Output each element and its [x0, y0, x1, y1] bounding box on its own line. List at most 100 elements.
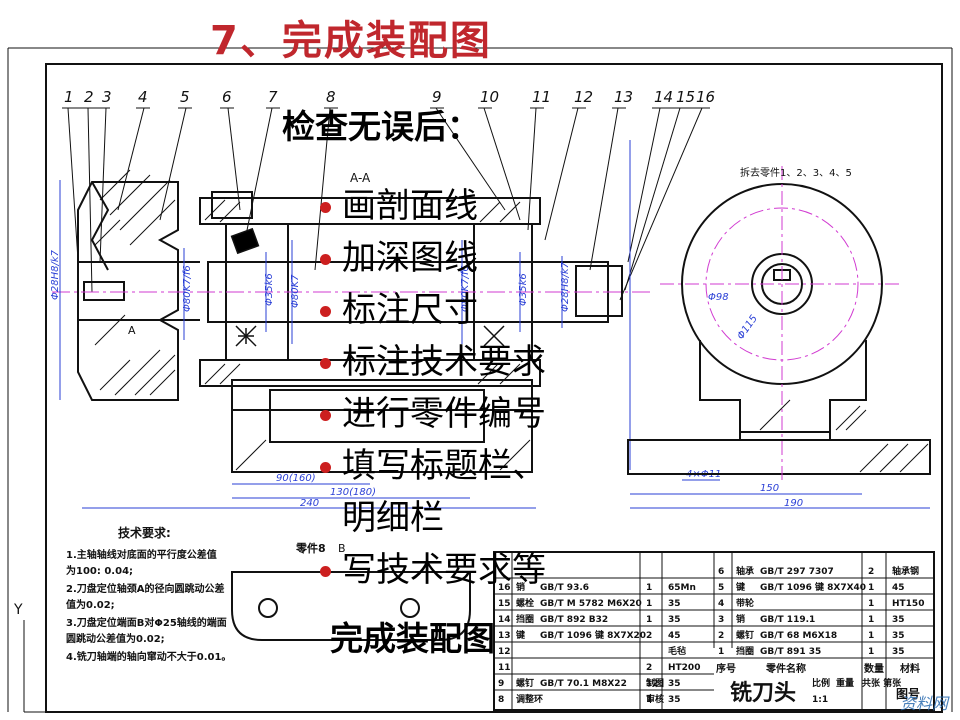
slide-title: 7、完成装配图 [210, 18, 492, 64]
svg-text:序号: 序号 [716, 662, 736, 675]
removed-parts-note: 拆去零件1、2、3、4、5 [740, 166, 852, 179]
svg-text:1: 1 [646, 599, 652, 609]
side-dia115: Φ115 [735, 313, 759, 341]
svg-text:14: 14 [498, 615, 511, 625]
step-item: 加深图线 [320, 232, 546, 284]
part-number-13: 13 [614, 88, 633, 106]
bullet-icon [320, 358, 331, 369]
svg-text:1: 1 [646, 583, 652, 593]
svg-text:材料: 材料 [900, 662, 920, 675]
part-number-12: 12 [574, 88, 593, 106]
svg-text:65Mn: 65Mn [668, 583, 696, 593]
dim-d4: Φ80K7 [290, 274, 301, 308]
dim-d6: Φ35k6 [518, 273, 529, 306]
part-number-14: 14 [654, 88, 673, 106]
svg-text:1: 1 [868, 647, 874, 657]
part8-label: 零件8 [295, 541, 326, 555]
svg-text:3: 3 [718, 615, 724, 625]
svg-text:比例: 比例 [812, 677, 830, 689]
bullet-icon [320, 202, 331, 213]
svg-text:毛毡: 毛毡 [668, 645, 686, 657]
svg-text:螺钉: 螺钉 [516, 677, 534, 689]
pulley-hatching [94, 169, 176, 396]
bullet-icon [320, 306, 331, 317]
bullet-icon [320, 462, 331, 473]
svg-text:键: 键 [515, 629, 526, 641]
svg-text:35: 35 [668, 695, 681, 705]
conclusion-text: 完成装配图 [330, 619, 495, 658]
part-number-8: 8 [326, 88, 336, 106]
part-number-6: 6 [222, 88, 232, 106]
dim-len2: 130(180) [330, 487, 376, 498]
technical-requirements: 技术要求: 1.主轴轴线对底面的平行度公差值 为100: 0.04; 2.刀盘定… [66, 525, 231, 663]
dim-d5: Φ80K7/f6 [460, 265, 471, 312]
side-view-centerlines [660, 166, 900, 480]
title-block-name: 铣刀头 [730, 681, 796, 706]
part-number-3: 3 [102, 88, 112, 106]
part-number-16: 16 [696, 88, 715, 106]
dim-d7: Φ28H8/k7 [560, 261, 571, 312]
dim-w2: 190 [784, 498, 803, 509]
svg-text:2: 2 [646, 663, 652, 673]
svg-text:13: 13 [498, 631, 511, 641]
slide-subtitle: 检查无误后： [282, 107, 480, 146]
label-a: A [128, 324, 136, 337]
svg-text:1: 1 [868, 599, 874, 609]
svg-text:审核: 审核 [646, 693, 664, 705]
svg-text:11: 11 [498, 663, 511, 673]
part-number-1: 1 [64, 88, 74, 106]
svg-text:GB/T 891 35: GB/T 891 35 [760, 647, 821, 657]
side-view-hatching [759, 399, 929, 473]
svg-text:1: 1 [718, 647, 724, 657]
svg-text:轴承: 轴承 [736, 565, 754, 577]
svg-text:45: 45 [892, 583, 905, 593]
svg-text:1:1: 1:1 [812, 695, 828, 705]
svg-text:HT200: HT200 [668, 663, 700, 673]
dim-len1: 90(160) [276, 473, 316, 484]
svg-text:GB/T 1096 键 8X7X20: GB/T 1096 键 8X7X20 [540, 629, 646, 641]
step-item: 进行零件编号 [320, 388, 546, 440]
svg-text:4: 4 [718, 599, 724, 609]
dim-d3: Φ35k6 [264, 273, 275, 306]
svg-text:共张 第张: 共张 第张 [862, 677, 902, 689]
drawing-frame [45, 63, 943, 713]
svg-text:GB/T 68 M6X18: GB/T 68 M6X18 [760, 631, 837, 641]
axis-y-label: Y [13, 602, 23, 618]
tech-line-1: 1.主轴轴线对底面的平行度公差值 [66, 548, 217, 561]
part-number-7: 7 [268, 88, 278, 106]
svg-text:销: 销 [736, 613, 745, 625]
svg-text:调整环: 调整环 [516, 693, 543, 705]
bullet-icon [320, 410, 331, 421]
side-dia98: Φ98 [708, 292, 729, 303]
svg-text:5: 5 [718, 583, 724, 593]
svg-text:12: 12 [498, 647, 511, 657]
svg-text:挡圈: 挡圈 [736, 645, 754, 657]
watermark: 资料网 [899, 694, 948, 713]
svg-text:2: 2 [718, 631, 724, 641]
tech-line-5: 3.刀盘定位端面B对Φ25轴线的端面 [66, 616, 227, 629]
svg-text:1: 1 [646, 615, 652, 625]
svg-text:制图: 制图 [646, 677, 664, 689]
step-item: 标注尺寸 [320, 284, 546, 336]
svg-text:35: 35 [668, 615, 681, 625]
svg-text:GB/T 70.1 M8X22: GB/T 70.1 M8X22 [540, 679, 627, 689]
y-axis-marker [23, 620, 120, 713]
svg-text:GB/T 892 B32: GB/T 892 B32 [540, 615, 608, 625]
svg-text:数量: 数量 [864, 662, 884, 675]
svg-text:35: 35 [892, 631, 905, 641]
svg-text:16: 16 [498, 583, 511, 593]
part8-detail [231, 571, 471, 641]
svg-text:35: 35 [668, 679, 681, 689]
svg-text:8: 8 [498, 695, 504, 705]
svg-text:45: 45 [668, 631, 681, 641]
label-b: B [338, 542, 346, 555]
tech-line-2: 为100: 0.04; [66, 564, 133, 577]
svg-text:GB/T 93.6: GB/T 93.6 [540, 583, 589, 593]
svg-text:35: 35 [892, 615, 905, 625]
svg-text:键: 键 [735, 581, 746, 593]
svg-text:零件名称: 零件名称 [765, 662, 806, 675]
part-number-5: 5 [180, 88, 190, 106]
